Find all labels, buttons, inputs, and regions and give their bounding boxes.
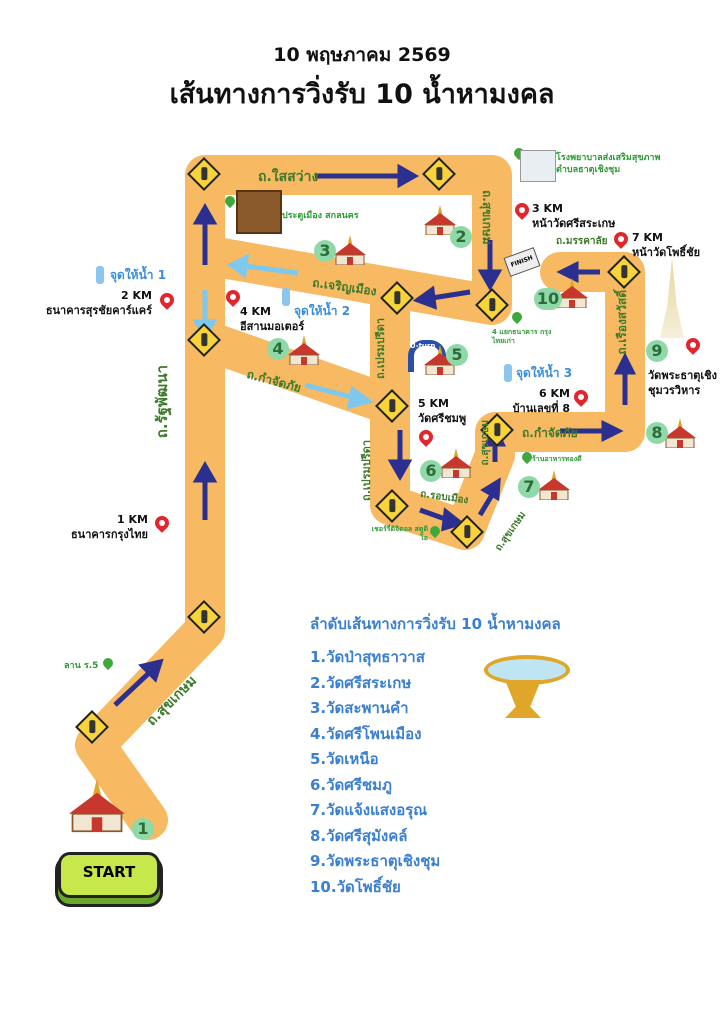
poster-title: เส้นทางการวิ่งรับ 10 น้ำหามงคล bbox=[169, 79, 555, 110]
poi-studio: เชอร์รี่ดิจิตอล สตูดิโอ bbox=[371, 525, 428, 542]
checkpoint-place: อีสานมอเตอร์ bbox=[240, 320, 305, 333]
checkpoint-4km: 4 KM อีสานมอเตอร์ bbox=[240, 304, 304, 334]
route-list-item: 1.วัดป่าสุทธาวาส bbox=[310, 648, 425, 666]
route-list-item: 8.วัดศรีสุมังคล์ bbox=[310, 826, 408, 845]
checkpoint-place: บ้านเลขที่ 8 bbox=[512, 402, 570, 415]
checkpoint-5km: 5 KM วัดศรีชมพู bbox=[418, 396, 466, 426]
route-list-item: 7.วัดแจ้งแสงอรุณ bbox=[310, 801, 428, 819]
water-bottle-icon bbox=[96, 266, 104, 284]
checkpoint-place: ธนาคารกรุงไทย bbox=[70, 528, 148, 541]
temple-icon bbox=[330, 235, 370, 266]
route-list-item: 2.วัดศรีสระเกษ bbox=[310, 673, 412, 692]
km-label: 3 KM bbox=[532, 202, 563, 215]
road-label: ถ.มรรคาลัย bbox=[556, 236, 608, 247]
road-label: ถ.รัฐพัฒนา bbox=[153, 365, 171, 439]
water-station-1: จุดให้น้ำ 1 bbox=[110, 268, 167, 282]
temple-number: 3 bbox=[314, 240, 336, 262]
water-station-2: จุดให้น้ำ 2 bbox=[294, 304, 351, 318]
checkpoint-place: หน้าวัดศรีสระเกษ bbox=[532, 217, 616, 230]
arrowhead bbox=[387, 459, 413, 482]
temple-number: 7 bbox=[518, 476, 540, 498]
temple-number: 5 bbox=[446, 344, 468, 366]
temple-icon bbox=[534, 470, 574, 501]
road-label: ถ.เปรมปรีดา bbox=[374, 318, 387, 379]
direction-arrow bbox=[304, 382, 356, 401]
checkpoint-3km: 3 KM หน้าวัดศรีสระเกษ bbox=[532, 201, 615, 231]
temple-number: 1 bbox=[132, 818, 154, 840]
arrowhead bbox=[138, 658, 164, 683]
route-list-title: ลำดับเส้นทางการวิ่งรับ 10 น้ำหามงคล bbox=[310, 615, 561, 633]
km-label: 6 KM bbox=[539, 387, 570, 400]
poi-hospital: โรงพยาบาลส่งเสริมสุขภาพ ตำบลธาตุเชิงชุม bbox=[556, 153, 661, 175]
checkpoint-place: หน้าวัดโพธิ์ชัย bbox=[632, 246, 701, 259]
arrowhead bbox=[480, 477, 501, 502]
arrowhead bbox=[192, 460, 218, 483]
km-label: 1 KM bbox=[117, 513, 148, 526]
route-list-item: 6.วัดศรีชมภู bbox=[310, 775, 392, 794]
arrowhead bbox=[227, 253, 250, 279]
temple-number: 6 bbox=[420, 460, 442, 482]
poi-wat-9: วัดพระธาตุเชิง ชุมวรวิหาร bbox=[648, 369, 718, 397]
direction-arrow bbox=[113, 670, 152, 707]
hospital-icon bbox=[520, 150, 556, 182]
road-label: ถ.กำจัดภัย bbox=[522, 426, 578, 440]
route-list-item: 10.วัดโพธิ์ชัย bbox=[310, 877, 401, 896]
checkpoint-7km: 7 KM หน้าวัดโพธิ์ชัย bbox=[632, 230, 700, 260]
water-station-3: จุดให้น้ำ 3 bbox=[516, 366, 573, 380]
direction-arrow bbox=[244, 263, 299, 276]
checkpoint-1km: 1 KM ธนาคารกรุงไทย bbox=[60, 512, 148, 542]
km-label: 4 KM bbox=[240, 305, 271, 318]
arrowhead bbox=[192, 202, 218, 225]
km-label: 2 KM bbox=[121, 289, 152, 302]
start-button: START bbox=[58, 852, 160, 898]
arrowhead bbox=[477, 269, 503, 292]
arrowhead bbox=[613, 352, 637, 375]
u-turn-label: U-turn bbox=[410, 342, 436, 350]
road-label: ถ.สุขเกษม bbox=[480, 420, 491, 466]
temple-number: 8 bbox=[646, 422, 668, 444]
arrowhead bbox=[346, 385, 374, 410]
direction-arrow bbox=[431, 289, 471, 301]
temple-icon bbox=[284, 335, 324, 366]
arrowhead bbox=[601, 419, 624, 443]
temple-number: 9 bbox=[646, 340, 668, 362]
route-list-item: 3.วัดสะพานคำ bbox=[310, 699, 409, 717]
km-label: 7 KM bbox=[632, 231, 663, 244]
route-list-item: 4.วัดศรีโพนเมือง bbox=[310, 724, 422, 743]
water-bottle-icon bbox=[504, 364, 512, 382]
temple-icon bbox=[62, 775, 132, 835]
route-list-item: 5.วัดเหนือ bbox=[310, 750, 379, 768]
road-label: ถ.สุขเกษม bbox=[480, 190, 494, 245]
temple-number: 4 bbox=[267, 338, 289, 360]
temple-icon bbox=[436, 448, 476, 479]
poi-city-gate: ประตูเมือง สกลนคร bbox=[282, 211, 359, 221]
city-gate-image bbox=[236, 190, 282, 234]
checkpoint-place: ธนาคารสุรชัยคาร์แคร์ bbox=[45, 304, 152, 317]
water-bottle-icon bbox=[282, 288, 290, 306]
poi-lan-r5: ลาน ร.5 bbox=[64, 661, 99, 671]
direction-arrow bbox=[477, 493, 495, 517]
arrowhead bbox=[412, 285, 437, 310]
route-list-item: 9.วัดพระธาตุเชิงชุม bbox=[310, 852, 441, 870]
arrowhead bbox=[441, 507, 466, 532]
poi-bank: 4 แยกธนาคาร กรุงไทยเก่า bbox=[492, 328, 552, 345]
poi-restaurant: ร้านอาหารทองดี bbox=[532, 455, 582, 463]
road-label: ถ.เรืองสวัสดิ์ bbox=[615, 290, 629, 355]
km-label: 5 KM bbox=[418, 397, 449, 410]
road-label: ถ.เปรมปรีดา bbox=[360, 440, 373, 501]
temple-number: 2 bbox=[450, 226, 472, 248]
checkpoint-place: วัดศรีชมพู bbox=[418, 412, 467, 425]
checkpoint-2km: 2 KM ธนาคารสุรชัยคาร์แคร์ bbox=[20, 288, 152, 318]
road-label: ถ.ใสสว่าง bbox=[258, 169, 319, 185]
event-date: 10 พฤษภาคม 2569 bbox=[273, 44, 451, 66]
temple-number: 10 bbox=[534, 288, 562, 310]
temple-icon bbox=[660, 418, 700, 449]
checkpoint-6km: 6 KM บ้านเลขที่ 8 bbox=[506, 386, 570, 416]
arrowhead bbox=[397, 163, 420, 189]
arrowhead bbox=[556, 260, 579, 284]
